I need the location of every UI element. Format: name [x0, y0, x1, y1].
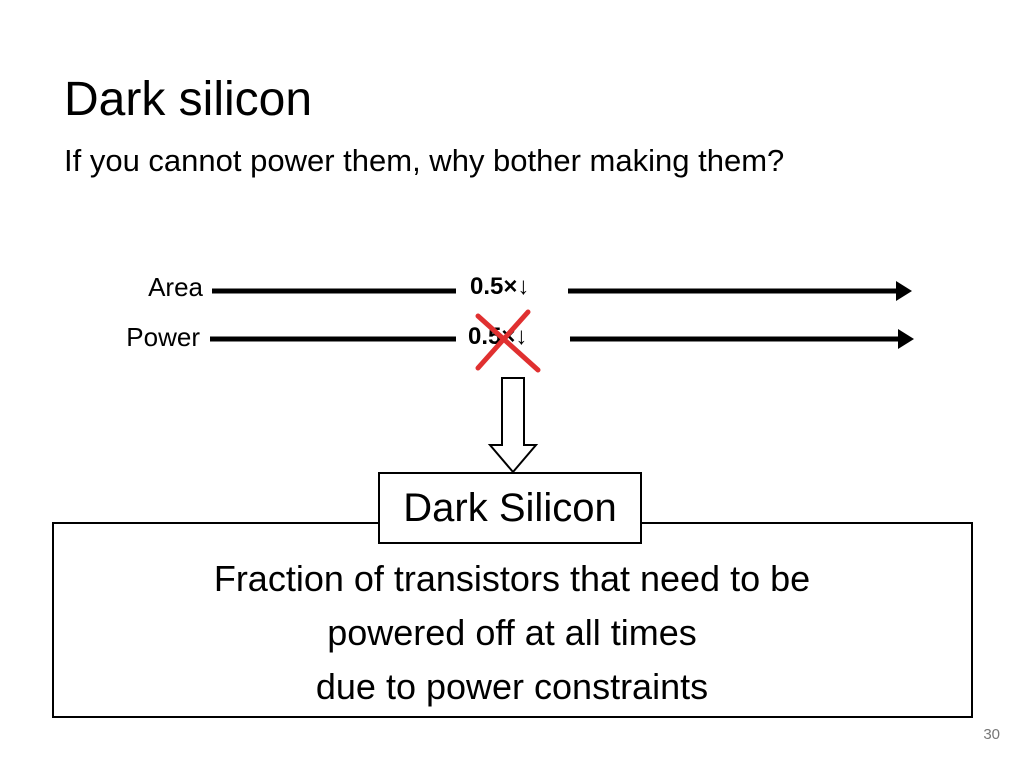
cross-mark-stroke-1	[475, 313, 541, 373]
definition-line-3: due to power constraints	[315, 666, 709, 707]
page-number: 30	[983, 726, 1000, 743]
hollow-down-arrow	[487, 377, 539, 474]
slide-subtitle: If you cannot power them, why bother mak…	[64, 143, 785, 178]
area-label: Area	[148, 272, 203, 302]
cross-mark-stroke-2	[475, 309, 531, 371]
area-arrowhead	[896, 281, 912, 301]
power-arrowhead	[898, 329, 914, 349]
dark-silicon-label: Dark Silicon	[378, 472, 642, 544]
definition-line-1: Fraction of transistors that need to be	[213, 558, 811, 599]
definition-text: Fraction of transistors that need to be …	[0, 552, 1024, 714]
power-label: Power	[126, 322, 200, 352]
definition-line-2: powered off at all times	[327, 612, 697, 653]
slide-title: Dark silicon	[64, 73, 313, 126]
area-value: 0.5×↓	[470, 273, 530, 300]
